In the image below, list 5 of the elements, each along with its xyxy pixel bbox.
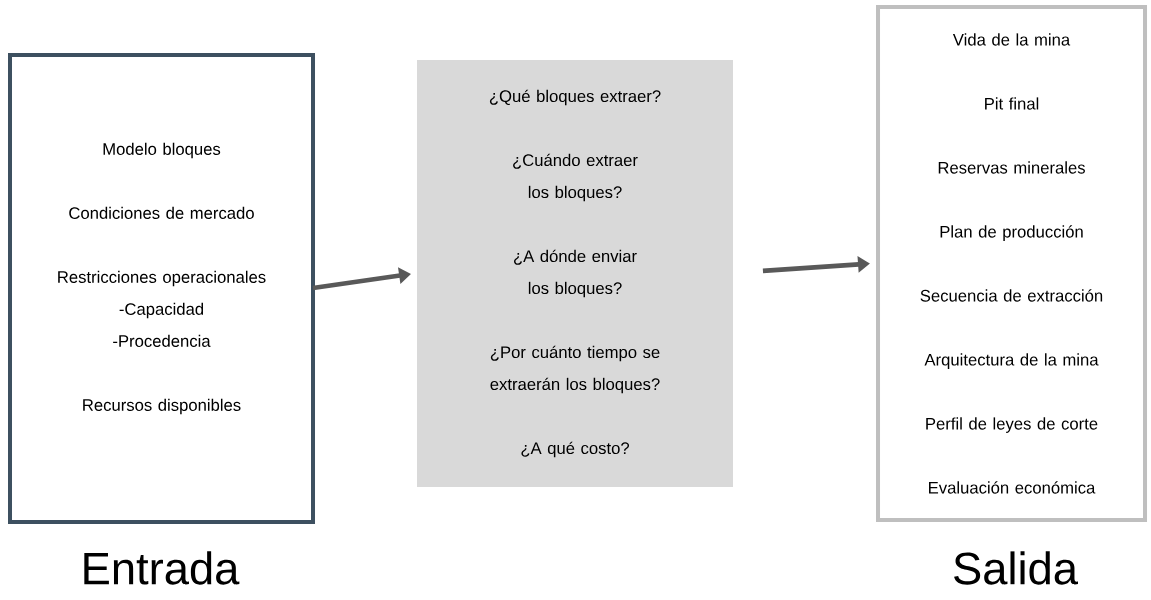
process-box: ¿Qué bloques extraer? ¿Cuándo extraer los bloques? ¿A dónde enviar los bloques? ¿Por cuánto tiempo se extraerán los bloques? ¿A qué costo?	[417, 60, 733, 487]
output-box: Vida de la mina Pit final Reservas minerales Plan de producción Secuencia de extracción Arquitectura de la mina Perfil de leyes de corte Evaluación económica	[876, 5, 1147, 522]
section-heading: Entrada	[84, 551, 240, 585]
section-heading: Salida	[954, 551, 1078, 585]
input-box: Modelo bloques Condiciones de mercado Restricciones operacionales -Capacidad -Procedencia Recursos disponibles	[8, 53, 315, 524]
